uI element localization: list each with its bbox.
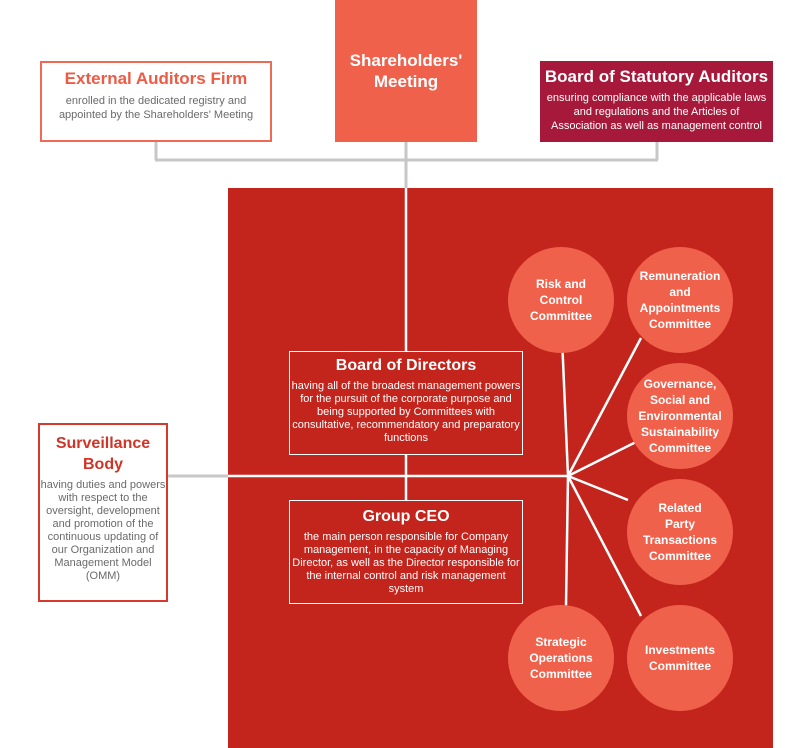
group-ceo-desc: the main person responsible for Company … xyxy=(292,531,520,595)
surveillance-body-desc: having duties and powers with respect to… xyxy=(40,479,166,582)
committee-label: Related Party Transactions Committee xyxy=(642,501,718,563)
statutory-auditors-box: Board of Statutory Auditors ensuring com… xyxy=(540,61,773,142)
board-of-directors-title: Board of Directors xyxy=(335,357,477,374)
committee-label: Remuneration and Appointments Committee xyxy=(639,269,721,331)
external-auditors-title: External Auditors Firm xyxy=(64,69,248,88)
committee-label: Investments Committee xyxy=(644,643,716,673)
committee-strategic-operations: Strategic Operations Committee xyxy=(508,605,614,711)
committee-label: Strategic Operations Committee xyxy=(529,635,593,681)
external-auditors-desc: enrolled in the dedicated registry and a… xyxy=(58,95,254,121)
committee-label: Risk and Control Committee xyxy=(529,277,592,323)
board-of-directors-box: Board of Directors having all of the bro… xyxy=(289,351,523,455)
committee-governance-sustainability: Governance, Social and Environmental Sus… xyxy=(627,363,733,469)
shareholders-meeting-title: Shareholders' Meeting xyxy=(349,51,463,91)
statutory-auditors-desc: ensuring compliance with the applicable … xyxy=(546,92,767,132)
statutory-auditors-title: Board of Statutory Auditors xyxy=(544,67,769,86)
committee-investments: Investments Committee xyxy=(627,605,733,711)
board-of-directors-desc: having all of the broadest management po… xyxy=(291,380,521,444)
surveillance-body-title: Surveillance Body xyxy=(55,435,151,473)
committee-remuneration-appointments: Remuneration and Appointments Committee xyxy=(627,247,733,353)
committee-label: Governance, Social and Environmental Sus… xyxy=(638,377,722,455)
external-auditors-box: External Auditors Firm enrolled in the d… xyxy=(40,61,272,142)
shareholders-meeting-box: Shareholders' Meeting xyxy=(335,0,477,142)
committee-related-party-transactions: Related Party Transactions Committee xyxy=(627,479,733,585)
group-ceo-title: Group CEO xyxy=(362,508,450,525)
surveillance-body-box: Surveillance Body having duties and powe… xyxy=(38,423,168,602)
committee-risk-control: Risk and Control Committee xyxy=(508,247,614,353)
group-ceo-box: Group CEO the main person responsible fo… xyxy=(289,500,523,604)
